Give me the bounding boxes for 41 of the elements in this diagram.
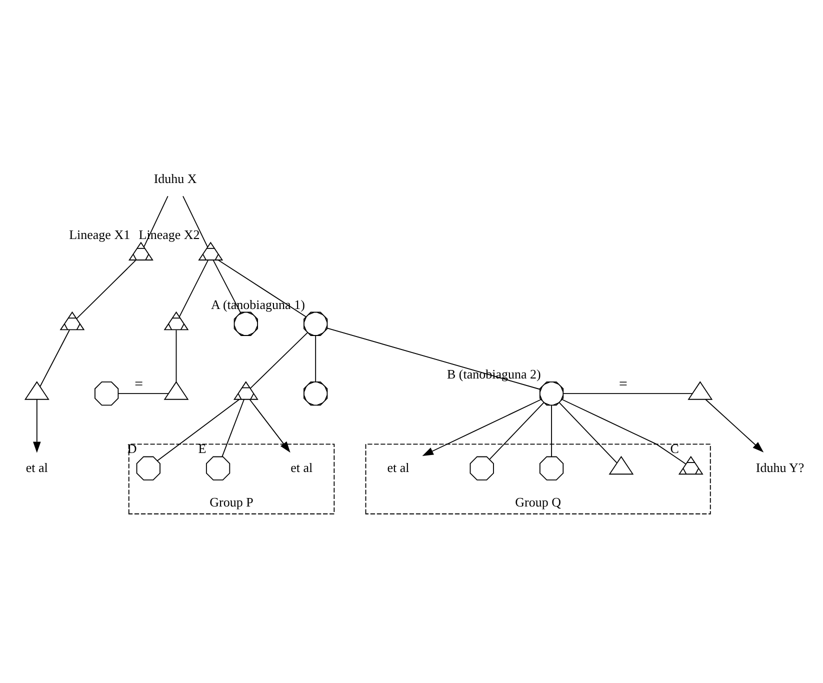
connector [489, 402, 544, 460]
arrow [422, 398, 542, 456]
node-octagon [136, 456, 160, 480]
node-text: Iduhu Y? [756, 459, 804, 474]
connector [558, 402, 618, 463]
arrow [33, 398, 41, 452]
node-label: C [670, 440, 679, 456]
connector [76, 260, 136, 319]
node-label: D [127, 440, 137, 456]
node-triangle [24, 380, 50, 400]
connector [212, 260, 242, 313]
connector [562, 392, 693, 394]
node-label: Lineage X1 [69, 226, 130, 242]
arrow [705, 398, 764, 452]
connector [178, 260, 208, 317]
node-text: et al [387, 459, 410, 474]
node-label: E [198, 440, 206, 456]
connector [156, 398, 240, 461]
connector [176, 329, 177, 382]
connector [182, 195, 208, 247]
node-triangle [608, 455, 634, 474]
node-text: et al [290, 459, 313, 474]
node-triangle [164, 380, 189, 400]
connector [326, 327, 540, 390]
node-triangle [688, 380, 713, 400]
edge-label: = [134, 376, 143, 392]
arrow [249, 398, 290, 452]
edge-label: = [619, 376, 628, 392]
connector [222, 398, 244, 457]
connector [118, 392, 169, 394]
connector [315, 334, 316, 382]
node-octagon [539, 456, 564, 480]
connector [250, 332, 308, 388]
node-octagon [470, 456, 494, 480]
node-text: et al [26, 459, 48, 474]
node-octagon [94, 380, 119, 406]
connector [40, 329, 70, 386]
connector [551, 404, 552, 457]
node-text: Iduhu X [154, 170, 197, 186]
node-octagon [206, 456, 230, 480]
connector [562, 398, 686, 464]
